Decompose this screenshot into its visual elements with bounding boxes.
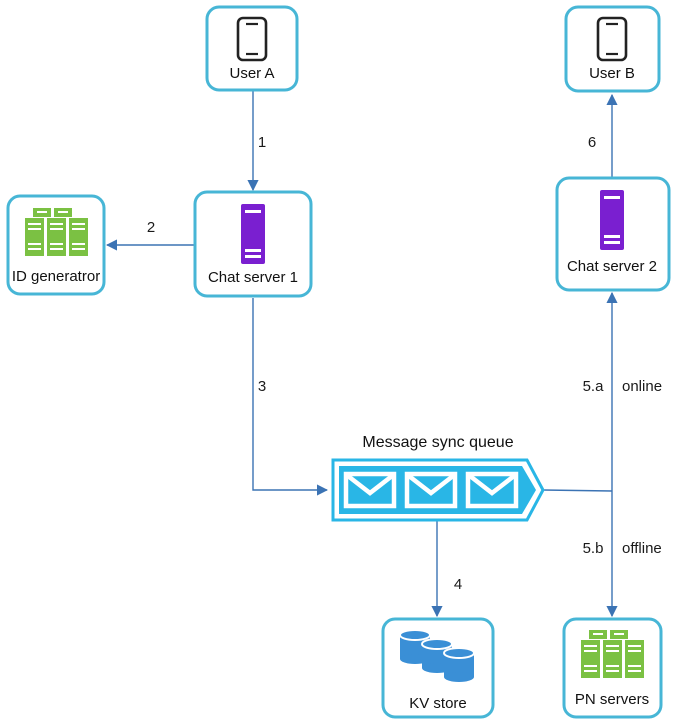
edge-label-2: 2 xyxy=(147,219,155,236)
node-label-chat-server-1: Chat server 1 xyxy=(208,269,298,286)
edge-label-5a: 5.a xyxy=(583,378,605,395)
node-label-pn-servers: PN servers xyxy=(575,691,649,708)
node-label-user-b: User B xyxy=(589,65,635,82)
edge-queue-to-split xyxy=(542,489,613,492)
message-queue-icon xyxy=(331,458,545,522)
node-label-user-a: User A xyxy=(229,65,274,82)
node-message-sync-queue: Message sync queue xyxy=(331,434,545,522)
node-chat-server-1: Chat server 1 xyxy=(193,190,313,298)
edges xyxy=(105,91,618,618)
node-label-id-generator: ID generatror xyxy=(12,268,100,285)
server-icon xyxy=(241,204,265,264)
edge-label-4: 4 xyxy=(454,576,462,593)
node-label-chat-server-2: Chat server 2 xyxy=(567,258,657,275)
edge-label-online: online xyxy=(622,378,662,395)
edge-label-offline: offline xyxy=(622,540,662,557)
edge-label-1: 1 xyxy=(258,134,266,151)
node-chat-server-2: Chat server 2 xyxy=(555,176,671,292)
node-user-a: User A xyxy=(205,5,299,92)
server-icon xyxy=(600,190,624,250)
node-user-b: User B xyxy=(564,5,661,93)
node-kv-store: KV store xyxy=(381,617,495,719)
edge-chat-server-1-to-queue xyxy=(252,298,329,496)
node-label-message-sync-queue: Message sync queue xyxy=(362,434,513,451)
edge-label-6: 6 xyxy=(588,134,596,151)
edge-label-3: 3 xyxy=(258,378,266,395)
edge-label-5b: 5.b xyxy=(583,540,604,557)
node-id-generator: ID generatror xyxy=(6,194,106,296)
node-pn-servers: PN servers xyxy=(562,617,663,719)
edge-labels: 1 2 3 4 5.a online 5.b offline 6 xyxy=(147,134,662,593)
node-label-kv-store: KV store xyxy=(409,695,467,712)
